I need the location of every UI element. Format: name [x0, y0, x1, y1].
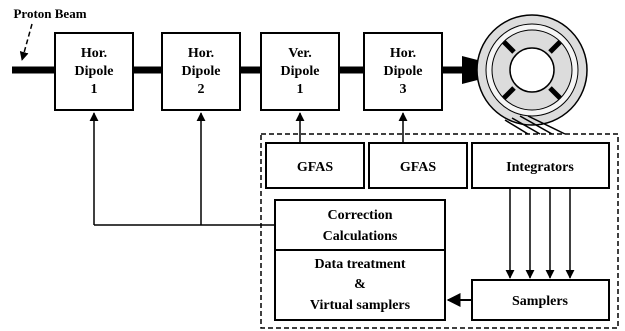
hor-dipole-1-line-1: Hor. — [81, 46, 107, 61]
samplers-label: Samplers — [512, 294, 569, 309]
control-system-boundary — [260, 133, 619, 329]
ver-dipole-1-line-1: Ver. — [288, 46, 311, 61]
detector-segment-divider — [548, 40, 562, 54]
integrators-label: Integrators — [506, 160, 574, 175]
hor-dipole-3-block — [363, 32, 443, 111]
detector-segment-divider — [502, 40, 516, 54]
detector-icon — [476, 14, 588, 135]
data-treatment-line-2: & — [354, 277, 366, 292]
hor-dipole-1-block — [54, 32, 134, 111]
data-treatment-block — [274, 249, 446, 321]
hor-dipole-3-line-1: Hor. — [390, 46, 416, 61]
proton-beam-label: Proton Beam — [13, 6, 86, 21]
gfas-1-label: GFAS — [297, 160, 334, 175]
ver-dipole-1-line-2: Dipole — [281, 64, 320, 79]
correction-calculations-block — [274, 199, 446, 251]
hor-dipole-2-line-3: 2 — [198, 82, 205, 97]
hor-dipole-1-line-2: Dipole — [75, 64, 114, 79]
hor-dipole-3-line-3: 3 — [400, 82, 407, 97]
hor-dipole-2-line-2: Dipole — [182, 64, 221, 79]
hor-dipole-2-line-1: Hor. — [188, 46, 214, 61]
hor-dipole-1-line-3: 1 — [91, 82, 98, 97]
hor-dipole-3-line-2: Dipole — [384, 64, 423, 79]
gfas-1-block — [265, 142, 365, 189]
hor-dipole-2-block — [161, 32, 241, 111]
detector-segment-divider — [502, 86, 516, 100]
correction-line-1: Correction — [327, 208, 392, 223]
integrators-block — [471, 142, 610, 189]
ver-dipole-1-block — [260, 32, 340, 111]
detector-segment-divider — [548, 86, 562, 100]
correction-line-2: Calculations — [323, 229, 398, 244]
samplers-block — [471, 279, 610, 321]
ver-dipole-1-line-3: 1 — [297, 82, 304, 97]
data-treatment-line-3: Virtual samplers — [310, 298, 411, 313]
data-treatment-line-1: Data treatment — [314, 257, 405, 272]
gfas-2-label: GFAS — [400, 160, 437, 175]
beam-pointer-arrow — [19, 23, 33, 61]
gfas-2-block — [368, 142, 468, 189]
